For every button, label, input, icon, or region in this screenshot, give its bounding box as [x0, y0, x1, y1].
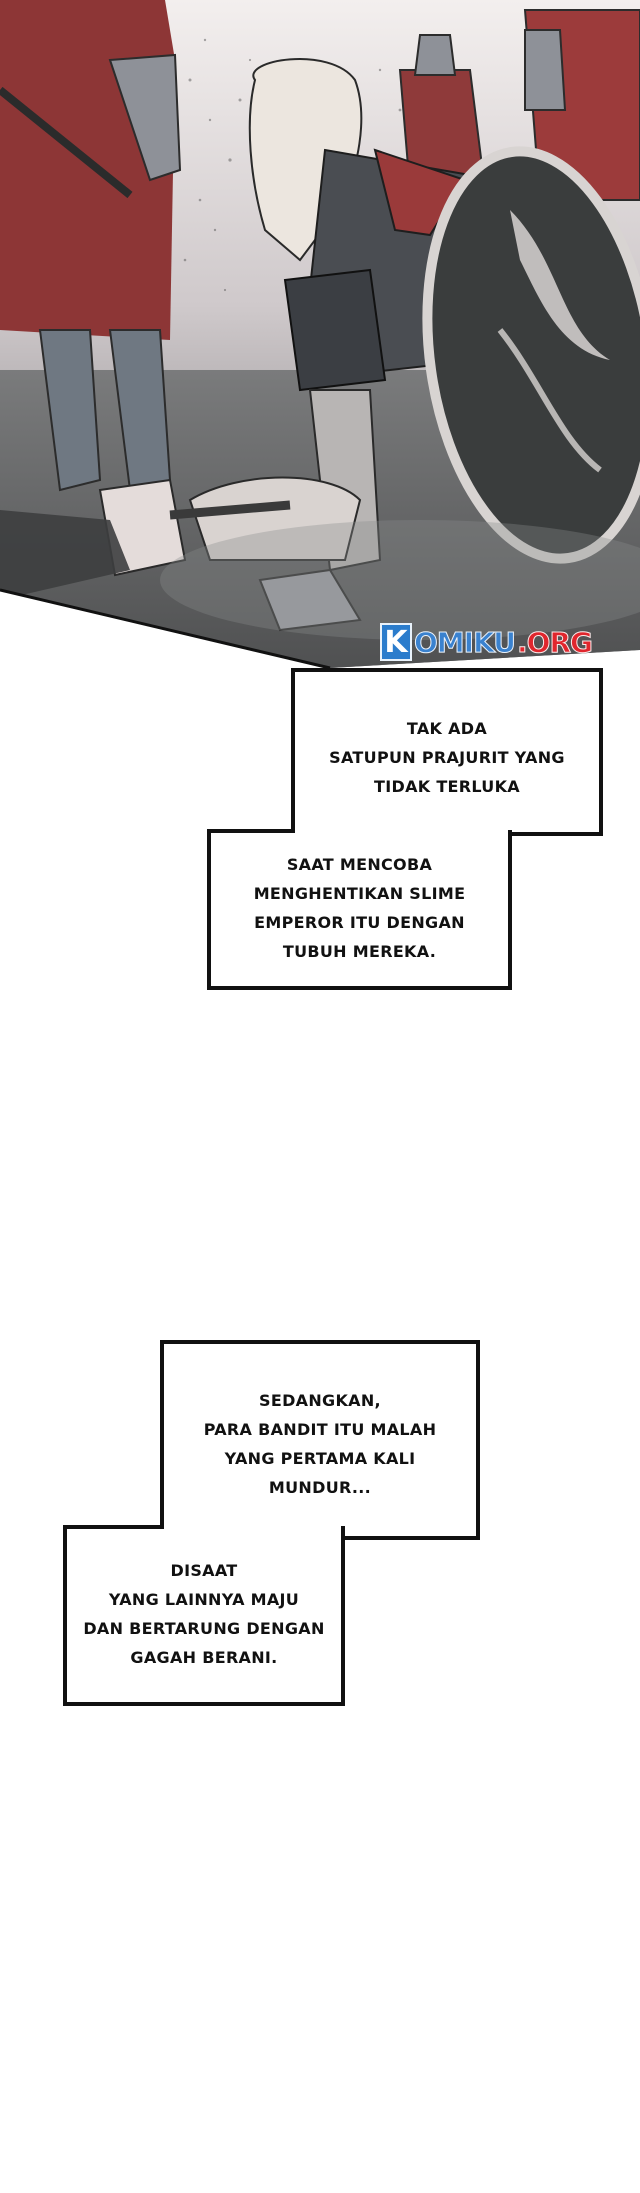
caption-line: GAGAH BERANI. [130, 1648, 278, 1667]
caption-line: SEDANGKAN, [259, 1391, 381, 1410]
caption-line: TAK ADA [406, 718, 488, 738]
battlefield-illustration [0, 0, 640, 670]
caption-line: YANG LAINNYA MAJU [108, 1590, 300, 1609]
caption-line: MUNDUR... [268, 1478, 372, 1497]
caption-line: YANG PERTAMA KALI [224, 1449, 416, 1468]
caption-box-2: SAAT MENCOBA MENGHENTIKAN SLIME EMPEROR … [207, 830, 512, 990]
caption-line: TUBUH MEREKA. [282, 942, 437, 961]
caption-box-1-bottom-cover [295, 826, 508, 836]
komiku-watermark: K OMIKU .ORG [380, 623, 594, 661]
caption-box-1-bottom-border [508, 832, 603, 836]
caption-line: TIDAK TERLUKA [374, 776, 520, 796]
caption-line: SAAT MENCOBA [286, 855, 433, 874]
watermark-text-blue: OMIKU [413, 625, 516, 659]
watermark-text-red: .ORG [517, 625, 594, 659]
caption-box-3-bottom-border [341, 1536, 480, 1540]
caption-line: SATUPUN PRAJURIT YANG [329, 747, 565, 767]
caption-box-2-top-border [207, 829, 295, 833]
caption-line: DAN BERTARUNG DENGAN [83, 1619, 325, 1638]
caption-line: PARA BANDIT ITU MALAH [203, 1420, 437, 1439]
caption-line: MENGHENTIKAN SLIME [253, 884, 466, 903]
caption-box-3-bottom-cover [164, 1530, 341, 1540]
caption-box-1: TAK ADA SATUPUN PRAJURIT YANG TIDAK TERL… [291, 668, 603, 836]
caption-line: DISAAT [170, 1561, 238, 1580]
caption-box-4: DISAAT YANG LAINNYA MAJU DAN BERTARUNG D… [63, 1526, 345, 1706]
caption-box-3: SEDANGKAN, PARA BANDIT ITU MALAH YANG PE… [160, 1340, 480, 1540]
caption-box-4-top-border [63, 1525, 164, 1529]
comic-panel-battlefield [0, 0, 640, 680]
caption-line: EMPEROR ITU DENGAN [254, 913, 465, 932]
komiku-logo-k-icon: K [380, 623, 412, 661]
